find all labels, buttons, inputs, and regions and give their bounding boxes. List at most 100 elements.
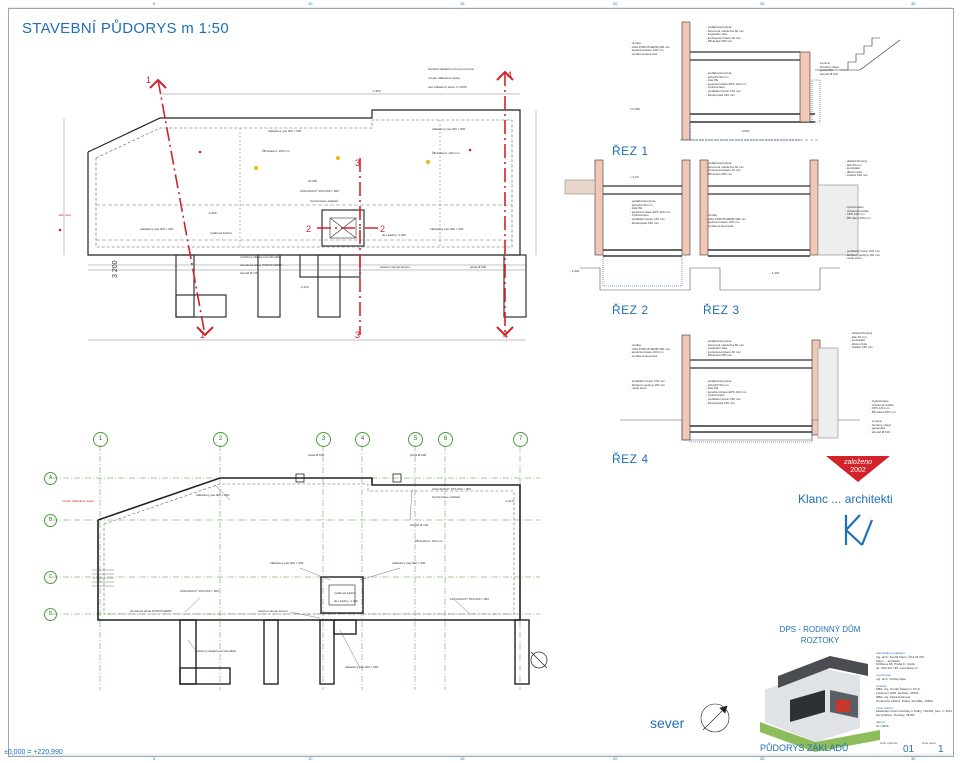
ruler-mark: 5 [153, 1, 156, 6]
plan-dim-vertical: 3 200 [112, 260, 119, 278]
tb-drafter-name: Ing. arch. Ondřej Fiala [876, 676, 906, 681]
lower-note: drenáž Ø 100 [410, 523, 429, 527]
top-ruler: 5 10 15 20 25 30 [8, 0, 952, 8]
axis-column-4: 4 [355, 432, 370, 447]
plan-note: pás základový beton C 20/25 [428, 85, 467, 89]
section-3 [699, 159, 859, 291]
lower-note: výtahová šachta [334, 591, 356, 595]
section-note: - podlahová krytina - betonová mazanina … [706, 25, 745, 44]
plan-note: obvodová stěna POROTHERM [240, 263, 282, 267]
axis-row-a: A [44, 472, 57, 485]
ruler-mark: 15 [460, 1, 465, 6]
titleblock: odpovědný projektant: Ing. arch. Tomáš K… [876, 651, 954, 729]
section-note: - podlahová krytina - anhydrit 50 mm - f… [706, 379, 747, 405]
tb-responsible-contact: tel.: 603 211 718, www.klanc.cz [876, 666, 918, 671]
section-title-3: ŘEZ 3 [703, 303, 740, 317]
sheet-frame [8, 8, 954, 757]
ruler-mark: 5 [153, 756, 156, 761]
cut-mark-3-bottom: 3 [355, 330, 361, 340]
plan-note: drenáž Ø 100 [240, 271, 259, 275]
plan-warning-note: zákl. pasy [58, 213, 72, 217]
sheet-title: STAVEBNÍ PŮDORYS m 1:50 [22, 20, 229, 37]
section-note: - obklad dřevěný - latě 40 mm - kontrala… [845, 159, 868, 178]
project-title-line2: ROZTOKY [800, 636, 840, 645]
tb-place-label: místo stavby: [876, 705, 894, 710]
section-title-4: ŘEZ 4 [612, 452, 649, 466]
cut-mark-1-top: 1 [146, 75, 152, 85]
ruler-mark: 30 [911, 756, 916, 761]
ruler-mark: 10 [308, 1, 313, 6]
plan-note: výtahová šachta [210, 231, 232, 235]
plan-note: pilota Ø 600 [470, 265, 487, 269]
section-title-1: ŘEZ 1 [612, 144, 649, 158]
section-level: - 1,200 [770, 271, 780, 275]
tb-responsible-name: Ing. arch. Tomáš Klanc, ČKA 03 376 [876, 654, 925, 659]
founded-year: 2002 [850, 467, 866, 474]
cut-mark-4-top: 4 [507, 70, 513, 80]
lower-note: ZÁKLADOVÝ PAS 600 × 900 [450, 597, 489, 601]
lower-note: základový pas 400 × 900 [392, 561, 426, 565]
plan-note: ŽB deska tl. 200 mm [432, 151, 460, 155]
axis-row-d: D [44, 608, 57, 621]
tb-place-2: Na Vyhlídce, Roztoky, 25263 [876, 713, 915, 718]
tb-investor-4: Tomkovice 1662/1, Praha, Stodůlky, 15500 [876, 698, 933, 703]
plan-note: základový pas 400 × 900 [432, 127, 466, 131]
founded-badge-shape [826, 456, 890, 482]
lower-note: základový pas 400 × 900 [196, 493, 230, 497]
ruler-mark: 15 [460, 756, 465, 761]
section-title-2: ŘEZ 2 [612, 303, 649, 317]
section-note: - podkladní beton 100 mm - štěrkový pods… [845, 249, 881, 261]
plan-note: rozsah základové desky [428, 76, 461, 80]
tb-place-1: katastrální území Roztoky u Prahy, 74030… [876, 709, 952, 714]
axis-column-7: 7 [513, 432, 528, 447]
ruler-mark: 30 [911, 1, 916, 6]
lower-note: pilota Ø 600 [308, 453, 325, 457]
drawing-no: 01 [903, 744, 915, 755]
cut-mark-1-bottom: 1 [200, 330, 206, 340]
cut-mark-2-left: 2 [306, 224, 312, 234]
plan-level: -1,960 [208, 211, 217, 215]
cut-mark-3-top: 3 [355, 158, 361, 168]
section-note: - omítka - cihla POROTHERM 300 mm - tepe… [630, 343, 671, 358]
ruler-mark: 20 [613, 756, 618, 761]
lower-note: dno šachty -1,460 [334, 599, 358, 603]
plan-dim: 20 960 [308, 179, 318, 183]
section-level: + 3,20 [630, 175, 639, 179]
tb-investor-3: MBA, Ing. Petra Hrdinová [876, 694, 911, 699]
plan-note: rozšířený základ pod schodiště [240, 255, 282, 259]
tb-responsible-label: odpovědný projektant: [876, 651, 906, 655]
page-label: číslo parie: [922, 741, 937, 745]
tb-date-value: 01 / 2016 [876, 723, 889, 728]
lower-note: základový pas 400 × 900 [270, 561, 304, 565]
tb-drafter-label: vypracoval: [876, 672, 892, 677]
section-cut-lines [157, 72, 506, 336]
section-note: - hydroizolace - ochranná textilie - XPS… [845, 205, 871, 220]
lower-plan [52, 445, 540, 690]
bottom-ruler: 5 10 15 20 25 30 [8, 755, 952, 763]
section-note: - obklad dřevěný - latě 40 mm - kontrala… [850, 331, 873, 350]
ruler-mark: 10 [308, 756, 313, 761]
drawing-no-label: číslo výkresu: [880, 741, 899, 745]
lower-note: základový pas 400 × 900 [345, 665, 379, 669]
axis-column-1: 1 [93, 432, 108, 447]
section-note: - podlahová krytina - anhydrit 50 mm - f… [706, 71, 747, 97]
tb-investor-1: MBA, Ing. Tomáš Šalamon, Ph.D. [876, 687, 921, 692]
cut-mark-4-bottom: 4 [503, 330, 509, 340]
plan-note: hloubka základů pod úrovní terénu [428, 67, 475, 71]
plan-note: hydroizolace základů [310, 199, 339, 203]
tb-investor-2: Lobkovicí 1662, Roztoky, 25263 [876, 691, 919, 696]
axis-column-6: 6 [438, 432, 453, 447]
lower-note: rozšířený základ pod schodiště [195, 649, 237, 653]
plan-note: ZÁKLADOVÝ PAS 600 × 900 [300, 189, 339, 193]
tb-date-label: datum: [876, 719, 886, 724]
north-label: sever [650, 715, 685, 731]
lower-warning-note: rozsah základové desky [62, 499, 95, 503]
house-rendering [760, 656, 880, 752]
ruler-mark: 25 [760, 1, 765, 6]
section-level: - 1,200 [570, 269, 580, 273]
section-note: - hydroizolace - ochranná textilie - XPS… [870, 399, 896, 414]
north-arrow-shape [530, 651, 548, 669]
section-1 [680, 21, 901, 141]
axis-column-3: 3 [316, 432, 331, 447]
